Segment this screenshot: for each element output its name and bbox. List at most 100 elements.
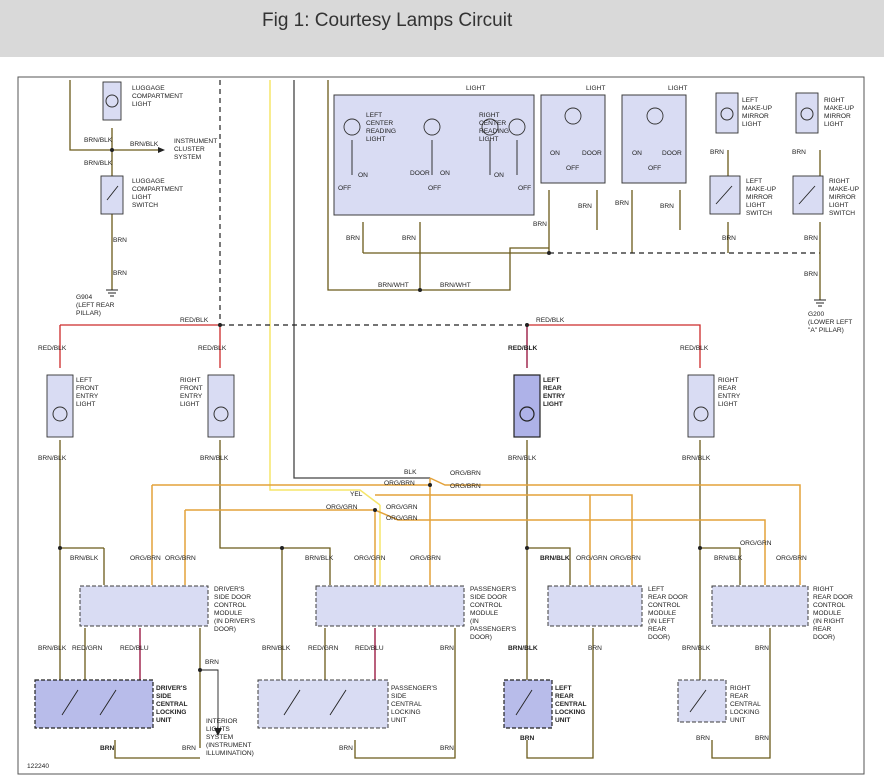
svg-text:"A" PILLAR): "A" PILLAR) xyxy=(808,327,844,334)
svg-text:RIGHT: RIGHT xyxy=(829,178,850,185)
svg-text:MIRROR: MIRROR xyxy=(829,194,856,201)
light-label: LIGHT xyxy=(466,85,485,92)
svg-text:BRN/BLK: BRN/BLK xyxy=(682,455,711,462)
svg-text:(IN: (IN xyxy=(470,618,479,625)
right-rear-central-locking-unit: RIGHT REAR CENTRAL LOCKING UNIT xyxy=(677,679,761,724)
figure-number: 122240 xyxy=(27,763,49,770)
svg-text:DOOR: DOOR xyxy=(662,150,682,157)
svg-text:ON: ON xyxy=(550,150,560,157)
svg-text:BRN/BLK: BRN/BLK xyxy=(70,555,99,562)
svg-text:ILLUMINATION): ILLUMINATION) xyxy=(206,750,254,757)
svg-text:ORG/BRN: ORG/BRN xyxy=(165,555,196,562)
svg-text:LOCKING: LOCKING xyxy=(156,709,186,716)
svg-text:ENTRY: ENTRY xyxy=(543,393,566,400)
svg-text:RED/BLK: RED/BLK xyxy=(180,317,209,324)
svg-text:BRN: BRN xyxy=(205,659,219,666)
right-makeup-mirror-switch: RIGHT MAKE-UP MIRROR LIGHT SWITCH xyxy=(792,175,860,217)
svg-text:BRN: BRN xyxy=(339,745,353,752)
svg-text:BRN: BRN xyxy=(615,200,629,207)
svg-text:BLK: BLK xyxy=(404,469,417,476)
wire-labels: BRN/BLK BRN/BLK BRN/BLK BRN BRN BRN BRN … xyxy=(38,137,818,752)
svg-text:RIGHT: RIGHT xyxy=(813,586,834,593)
diagram-frame xyxy=(17,76,865,775)
svg-text:RED/BLK: RED/BLK xyxy=(680,345,709,352)
right-rear-door-control-module: RIGHT REAR DOOR CONTROL MODULE (IN RIGHT… xyxy=(711,585,853,641)
svg-text:LIGHTS: LIGHTS xyxy=(206,726,230,733)
svg-text:DOOR: DOOR xyxy=(582,150,602,157)
svg-text:MAKE-UP: MAKE-UP xyxy=(746,186,777,193)
svg-text:(IN DRIVER'S: (IN DRIVER'S xyxy=(214,618,256,625)
svg-text:YEL: YEL xyxy=(350,491,363,498)
svg-text:BRN: BRN xyxy=(660,203,674,210)
svg-text:BRN: BRN xyxy=(804,235,818,242)
instrument-cluster-label: INSTRUMENT xyxy=(174,138,217,145)
luggage-compartment-light: LUGGAGE COMPARTMENT LIGHT xyxy=(102,81,183,121)
svg-text:LOCKING: LOCKING xyxy=(391,709,421,716)
svg-text:LEFT: LEFT xyxy=(742,97,758,104)
svg-text:BRN/BLK: BRN/BLK xyxy=(84,137,113,144)
svg-text:CONTROL: CONTROL xyxy=(813,602,846,609)
svg-text:DRIVER'S: DRIVER'S xyxy=(214,586,245,593)
svg-text:BRN: BRN xyxy=(100,745,115,752)
svg-text:BRN/WHT: BRN/WHT xyxy=(440,282,471,289)
svg-text:REAR: REAR xyxy=(813,626,832,633)
svg-text:RED/BLU: RED/BLU xyxy=(120,645,149,652)
svg-text:DOOR): DOOR) xyxy=(470,634,492,641)
svg-text:RIGHT: RIGHT xyxy=(718,377,739,384)
svg-text:BRN: BRN xyxy=(755,645,769,652)
svg-text:BRN/BLK: BRN/BLK xyxy=(262,645,291,652)
svg-text:G904: G904 xyxy=(76,294,92,301)
svg-text:CENTRAL: CENTRAL xyxy=(730,701,761,708)
svg-text:SIDE: SIDE xyxy=(391,693,407,700)
svg-text:REAR: REAR xyxy=(555,693,574,700)
svg-text:(LOWER LEFT: (LOWER LEFT xyxy=(808,319,852,326)
svg-text:CENTRAL: CENTRAL xyxy=(156,701,188,708)
left-makeup-mirror-switch: LEFT MAKE-UP MIRROR LIGHT SWITCH xyxy=(709,175,777,217)
driver-door-control-module: DRIVER'S SIDE DOOR CONTROL MODULE (IN DR… xyxy=(79,585,256,633)
svg-text:UNIT: UNIT xyxy=(730,717,745,724)
svg-text:SWITCH: SWITCH xyxy=(746,210,772,217)
svg-text:SIDE DOOR: SIDE DOOR xyxy=(470,594,507,601)
svg-text:BRN/BLK: BRN/BLK xyxy=(508,645,538,652)
svg-text:BRN/BLK: BRN/BLK xyxy=(200,455,229,462)
left-rear-door-control-module: LEFT REAR DOOR CONTROL MODULE (IN LEFT R… xyxy=(547,585,688,641)
svg-text:RIGHT: RIGHT xyxy=(730,685,751,692)
ground-g200: G200 (LOWER LEFT "A" PILLAR) xyxy=(808,299,852,334)
svg-text:BRN: BRN xyxy=(346,235,360,242)
svg-text:BRN: BRN xyxy=(696,735,710,742)
svg-text:LIGHT: LIGHT xyxy=(742,121,761,128)
passenger-door-control-module: PASSENGER'S SIDE DOOR CONTROL MODULE (IN… xyxy=(315,585,517,641)
svg-text:LIGHT: LIGHT xyxy=(718,401,737,408)
svg-text:BRN: BRN xyxy=(440,745,454,752)
svg-text:DRIVER'S: DRIVER'S xyxy=(156,685,187,692)
svg-text:G200: G200 xyxy=(808,311,824,318)
svg-text:SWITCH: SWITCH xyxy=(829,210,855,217)
svg-text:LEFT: LEFT xyxy=(543,377,559,384)
instrument-cluster-label: SYSTEM xyxy=(174,154,201,161)
svg-text:RED/BLK: RED/BLK xyxy=(508,345,538,352)
svg-text:UNIT: UNIT xyxy=(555,717,570,724)
svg-text:LIGHT: LIGHT xyxy=(746,202,765,209)
svg-text:MIRROR: MIRROR xyxy=(742,113,769,120)
luggage-compartment-switch: LUGGAGE COMPARTMENT LIGHT SWITCH xyxy=(100,175,183,215)
svg-text:LOCKING: LOCKING xyxy=(555,709,585,716)
svg-text:(IN RIGHT: (IN RIGHT xyxy=(813,618,844,625)
svg-text:REAR DOOR: REAR DOOR xyxy=(813,594,853,601)
svg-text:MIRROR: MIRROR xyxy=(746,194,773,201)
svg-text:BRN: BRN xyxy=(578,203,592,210)
label-line: LIGHT xyxy=(132,101,151,108)
svg-text:LIGHT: LIGHT xyxy=(479,136,498,143)
svg-text:BRN/BLK: BRN/BLK xyxy=(508,455,537,462)
svg-text:REAR: REAR xyxy=(648,626,667,633)
svg-text:MODULE: MODULE xyxy=(214,610,243,617)
svg-text:OFF: OFF xyxy=(338,185,351,192)
svg-text:LOCKING: LOCKING xyxy=(730,709,760,716)
driver-central-locking-unit: DRIVER'S SIDE CENTRAL LOCKING UNIT xyxy=(34,679,188,729)
svg-text:BRN/BLK: BRN/BLK xyxy=(84,160,113,167)
svg-text:LIGHT: LIGHT xyxy=(132,194,151,201)
svg-text:MAKE-UP: MAKE-UP xyxy=(742,105,773,112)
instrument-cluster-label: CLUSTER xyxy=(174,146,205,153)
svg-text:ON: ON xyxy=(440,170,450,177)
splice-dots xyxy=(58,148,702,672)
svg-text:MIRROR: MIRROR xyxy=(824,113,851,120)
